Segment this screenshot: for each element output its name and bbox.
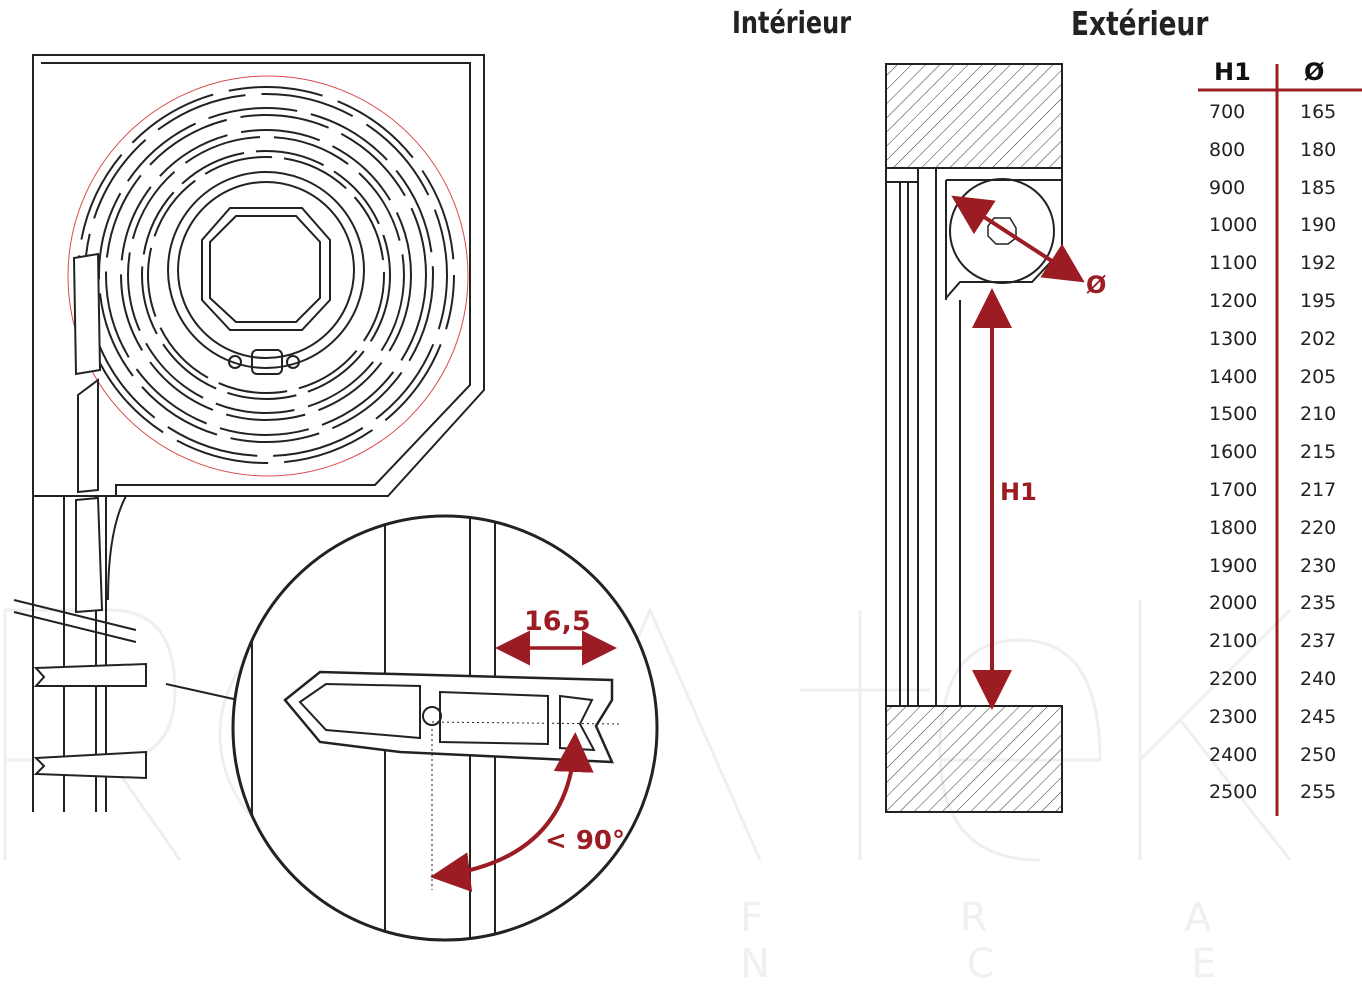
table-cell-h1: 900 <box>1209 177 1246 199</box>
table-cell-h1: 1400 <box>1209 366 1258 388</box>
roller-box <box>32 54 485 497</box>
table-cell-diameter: 245 <box>1300 706 1337 728</box>
table-cell-diameter: 210 <box>1300 403 1337 425</box>
diameter-arrow <box>951 195 1085 283</box>
table-cell-diameter: 235 <box>1300 592 1337 614</box>
table-cell-diameter: 190 <box>1300 214 1337 236</box>
table-header-h1: H1 <box>1214 58 1251 86</box>
table-cell-diameter: 215 <box>1300 441 1337 463</box>
table-header-diameter: Ø <box>1304 58 1325 86</box>
table-cell-h1: 1500 <box>1209 403 1258 425</box>
table-cell-diameter: 230 <box>1300 555 1337 577</box>
table-cell-h1: 1100 <box>1209 252 1258 274</box>
table-cell-h1: 800 <box>1209 139 1246 161</box>
wall-section <box>885 63 1085 813</box>
table-cell-diameter: 205 <box>1300 366 1337 388</box>
table-cell-h1: 1700 <box>1209 479 1258 501</box>
interior-label: Intérieur <box>732 6 852 41</box>
table-grid <box>1198 64 1362 816</box>
table-cell-h1: 2200 <box>1209 668 1258 690</box>
exterior-label: Extérieur <box>1071 4 1209 43</box>
roller-tube <box>167 171 365 375</box>
table-cell-h1: 1800 <box>1209 517 1258 539</box>
table-cell-h1: 1200 <box>1209 290 1258 312</box>
table-cell-diameter: 202 <box>1300 328 1337 350</box>
table-cell-h1: 2500 <box>1209 781 1258 803</box>
table-cell-diameter: 165 <box>1300 101 1337 123</box>
table-cell-h1: 2300 <box>1209 706 1258 728</box>
table-cell-diameter: 220 <box>1300 517 1337 539</box>
table-cell-h1: 1300 <box>1209 328 1258 350</box>
angle-label: < 90° <box>545 826 626 856</box>
table-cell-diameter: 240 <box>1300 668 1337 690</box>
table-cell-h1: 1600 <box>1209 441 1258 463</box>
table-cell-diameter: 217 <box>1300 479 1337 501</box>
diameter-label: Ø <box>1086 271 1107 299</box>
table-cell-diameter: 255 <box>1300 781 1337 803</box>
coiled-slats <box>77 86 455 464</box>
table-cell-h1: 2000 <box>1209 592 1258 614</box>
angle-arc <box>430 732 594 892</box>
table-cell-diameter: 237 <box>1300 630 1337 652</box>
table-cell-diameter: 192 <box>1300 252 1337 274</box>
table-cell-diameter: 180 <box>1300 139 1337 161</box>
table-cell-h1: 1000 <box>1209 214 1258 236</box>
table-cell-h1: 1900 <box>1209 555 1258 577</box>
detail-view <box>231 514 659 942</box>
detail-leader-line <box>165 683 239 701</box>
table-cell-diameter: 250 <box>1300 744 1337 766</box>
max-diameter-guide <box>67 75 469 477</box>
table-cell-h1: 700 <box>1209 101 1246 123</box>
slat-width-label: 16,5 <box>524 606 591 637</box>
height-label: H1 <box>1000 478 1037 506</box>
table-cell-h1: 2100 <box>1209 630 1258 652</box>
table-cell-diameter: 195 <box>1300 290 1337 312</box>
hanging-slats <box>33 252 147 780</box>
watermark-subtitle: F R A N C E <box>740 895 1309 987</box>
table-cell-diameter: 185 <box>1300 177 1337 199</box>
table-cell-h1: 2400 <box>1209 744 1258 766</box>
technical-drawing <box>3 54 1362 942</box>
